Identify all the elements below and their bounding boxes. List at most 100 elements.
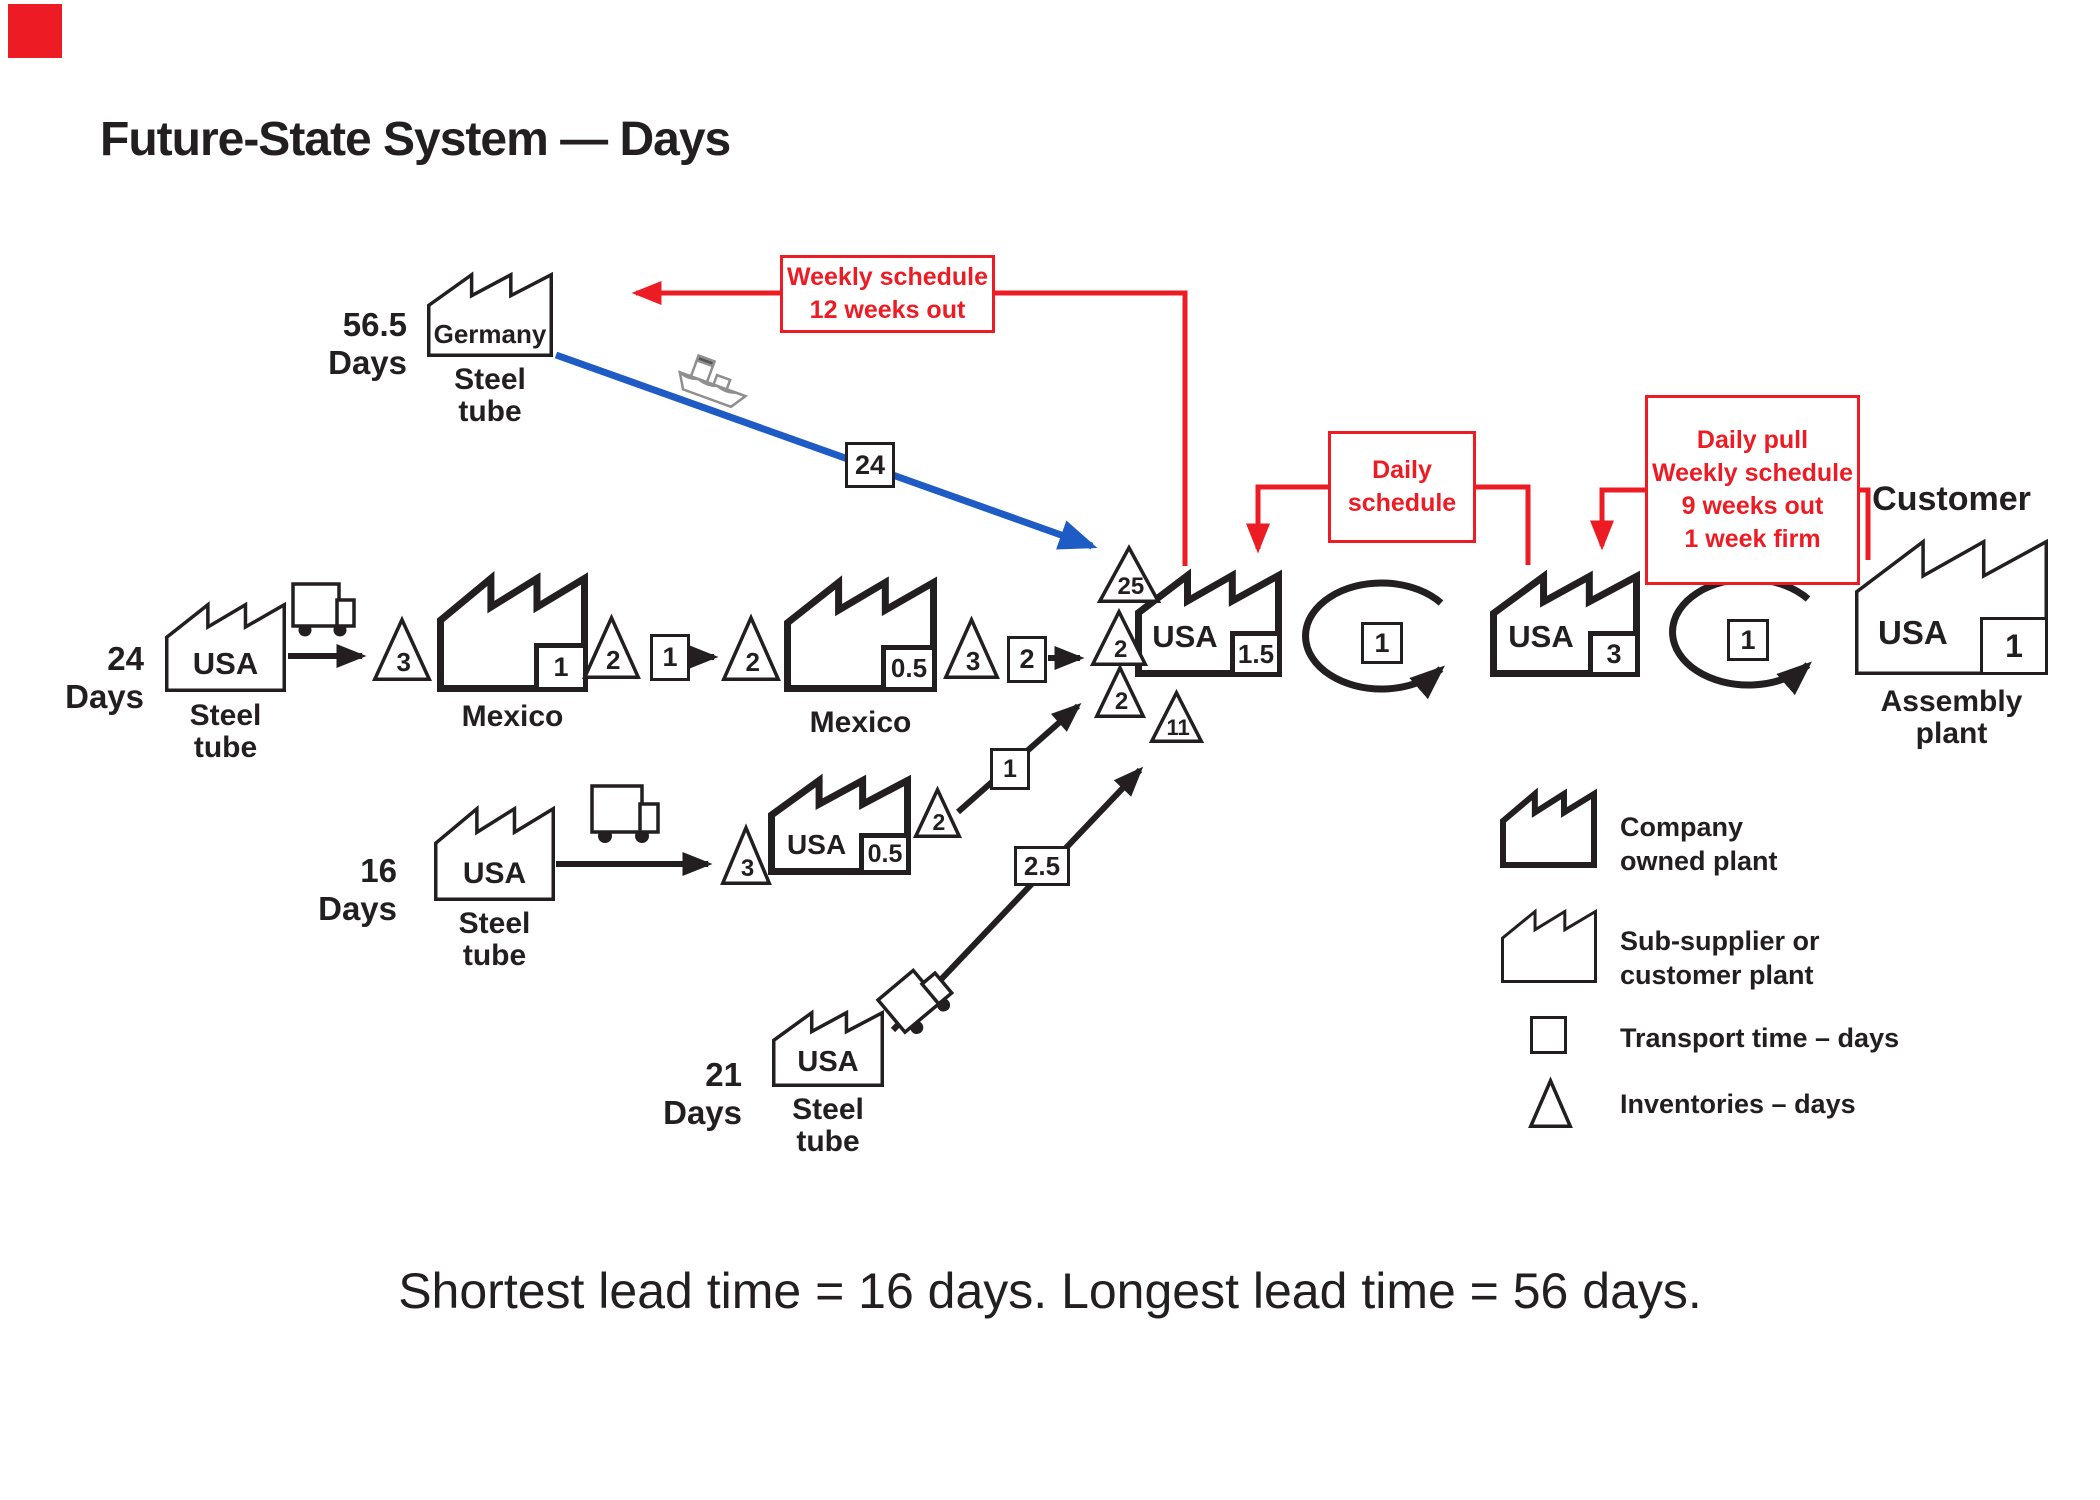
- transport-days: 1: [1374, 627, 1390, 658]
- inventory-days: 11: [1166, 714, 1190, 740]
- germany-plant: Germany: [427, 271, 553, 357]
- usa24-product: Steel tube: [189, 699, 262, 765]
- daily-schedule-arrow: [1246, 484, 1328, 554]
- page-title: Future-State System — Days: [100, 113, 731, 166]
- process-days: 0.5: [890, 653, 928, 683]
- loop-transport-box: 1: [1361, 622, 1403, 664]
- transport-box: 2: [1007, 636, 1047, 683]
- schedule-text: 12 weeks out: [809, 296, 966, 324]
- plant-name: Germany: [433, 319, 547, 350]
- corner-mark: [8, 4, 62, 58]
- plant-name: USA: [797, 1045, 859, 1078]
- process-days: 1: [2005, 627, 2023, 664]
- transport-box: 1: [990, 748, 1030, 790]
- transport-days: 1: [1003, 754, 1017, 783]
- lead-time-24: 24 Days: [65, 640, 144, 715]
- legend-company-label: Company owned plant: [1620, 812, 1778, 877]
- plant-name: USA: [1152, 618, 1218, 654]
- inventory-days: 3: [740, 854, 755, 882]
- sea-shipment-arrow: [554, 351, 1098, 550]
- schedule-text: Weekly schedule: [1651, 459, 1854, 487]
- transport-box-sea: 24: [845, 442, 895, 488]
- inventory-triangle: 2: [582, 613, 641, 679]
- weekly-schedule-line: [995, 290, 1188, 566]
- transport-box: 2.5: [1014, 846, 1070, 886]
- usa21-supplier-plant: USA: [772, 1009, 884, 1087]
- legend-transport-icon: [1530, 1016, 1567, 1054]
- inventory-days: 3: [965, 645, 981, 676]
- inventory-triangle: 3: [943, 615, 1000, 679]
- mexico2-label: Mexico: [809, 706, 912, 739]
- usa24-supplier-plant: USA: [165, 601, 286, 692]
- plant-name: USA: [1878, 614, 1948, 652]
- mexico-plant-2: 0.5: [784, 575, 937, 692]
- usa16-product: Steel tube: [458, 907, 531, 973]
- legend-inventory-icon: [1528, 1076, 1573, 1128]
- inventory-days: 2: [745, 647, 760, 678]
- process-days: 3: [1606, 638, 1622, 669]
- plant-name: USA: [462, 856, 527, 890]
- inventory-days: 3: [396, 647, 411, 678]
- truck-icon-24: [291, 582, 356, 637]
- daily-schedule-line: [1476, 484, 1531, 565]
- transport-days: 1: [662, 642, 678, 672]
- process-time-box: 0.5: [859, 833, 911, 875]
- usa05-plant: USA 0.5: [768, 773, 911, 875]
- schedule-text: 9 weeks out: [1681, 492, 1824, 520]
- inventory-days: 25: [1117, 572, 1145, 600]
- pull-loop-1: [1302, 579, 1445, 700]
- inventory-days: 2: [1114, 635, 1128, 663]
- customer-caption: Assembly plant: [1880, 685, 2023, 751]
- inventory-days: 2: [605, 645, 621, 676]
- legend-company-plant-icon: [1500, 787, 1597, 868]
- transport-days: 1: [1740, 624, 1756, 655]
- legend-inventories-label: Inventories – days: [1620, 1089, 1856, 1119]
- process-time-box: 1: [534, 643, 588, 692]
- usa16-supplier-plant: USA: [434, 805, 555, 901]
- usa-plant-2: USA 3: [1490, 569, 1640, 677]
- truck-icon-16: [590, 784, 660, 843]
- schedule-text: Weekly schedule: [786, 263, 989, 291]
- inventory-triangle: 11: [1148, 688, 1205, 743]
- transport-days: 2.5: [1023, 850, 1061, 881]
- process-days: 1: [553, 652, 569, 682]
- process-time-box: 1.5: [1230, 631, 1282, 677]
- customer-label: Customer: [1872, 480, 2031, 518]
- weekly-schedule-box: Weekly schedule 12 weeks out: [780, 255, 995, 333]
- daily-pull-box: Daily pull Weekly schedule 9 weeks out 1…: [1645, 395, 1860, 585]
- daily-pull-arrow: [1590, 487, 1645, 551]
- germany-product: Steel tube: [454, 363, 526, 429]
- inventory-triangle: 3: [720, 823, 772, 885]
- loop-transport-box: 1: [1727, 619, 1769, 661]
- legend-transport-label: Transport time – days: [1620, 1023, 1900, 1053]
- inventory-triangle: 3: [372, 615, 432, 681]
- transport-box: 1: [650, 634, 690, 681]
- customer-plant: USA 1: [1855, 538, 2048, 675]
- inventory-triangle: 2: [1089, 607, 1149, 666]
- inventory-days: 2: [1114, 687, 1129, 715]
- ship-icon: [678, 354, 749, 409]
- inventory-days: 2: [932, 809, 946, 835]
- process-days: 1.5: [1237, 638, 1275, 669]
- legend-subsupplier-label: Sub-supplier or customer plant: [1620, 926, 1820, 991]
- schedule-text: Daily pull: [1696, 426, 1809, 454]
- process-days: 0.5: [867, 839, 903, 868]
- process-time-box: 0.5: [881, 645, 937, 692]
- inventory-triangle-sea: 25: [1096, 544, 1162, 603]
- usa21-product: Steel tube: [792, 1093, 864, 1159]
- germany-lead-time: 56.5 Days: [328, 306, 407, 381]
- schedule-text: 1 week firm: [1684, 525, 1821, 553]
- daily-schedule-box: Daily schedule: [1328, 431, 1476, 543]
- plant-name: USA: [787, 829, 847, 861]
- legend-subsupplier-plant-icon: [1501, 908, 1597, 983]
- inventory-triangle: 2: [721, 613, 781, 681]
- mexico1-label: Mexico: [461, 700, 564, 733]
- mexico-plant-1: 1: [437, 571, 588, 692]
- truck-icon-21: [875, 967, 955, 1035]
- inventory-triangle: 2: [1093, 663, 1147, 718]
- plant-name: USA: [192, 646, 259, 682]
- schedule-text: Daily: [1372, 456, 1432, 484]
- daily-pull-line: [1860, 487, 1871, 560]
- lead-time-summary: Shortest lead time = 16 days. Longest le…: [398, 1263, 1702, 1319]
